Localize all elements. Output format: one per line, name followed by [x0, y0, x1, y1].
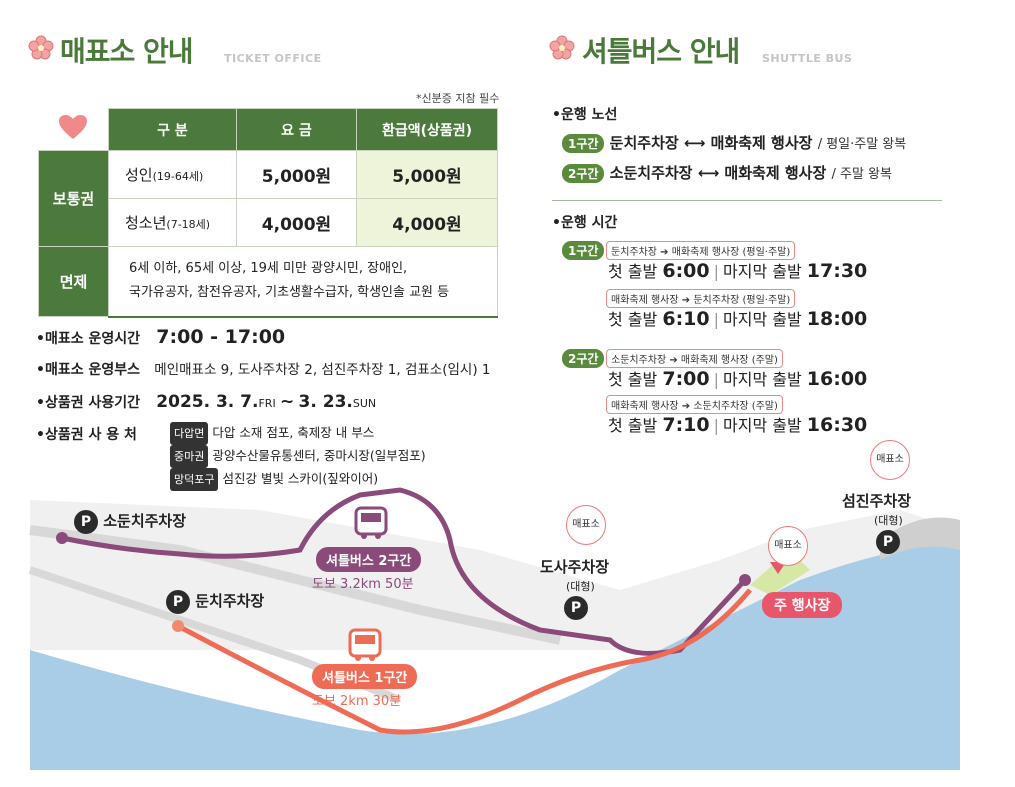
river	[30, 540, 960, 770]
flower-icon	[549, 35, 575, 60]
sec1-a-pill: 둔치주차장 ➔ 매화축제 행사장 (평일·주말)	[606, 240, 796, 260]
seomjin-size: (대형)	[874, 514, 903, 527]
bus1-walk: 도보 2km 30분	[312, 694, 402, 709]
flower-icon	[28, 35, 54, 60]
youth-refund: 4,000원	[356, 198, 498, 247]
divider	[552, 200, 942, 201]
voucher-place-label: •상품권 사 용 처	[36, 427, 137, 443]
youth-label: 청소년(7-18세)	[108, 198, 237, 247]
sec1-a-times: 첫 출발 6:00|마지막 출발 17:30	[608, 260, 868, 282]
sec2-a-times: 첫 출발 7:00|마지막 출발 16:00	[608, 368, 868, 390]
adult-label: 성인(19-64세)	[108, 150, 237, 199]
seomjin-parking: P	[876, 530, 900, 554]
sec1-b-pill: 매화축제 행사장 ➔ 둔치주차장 (평일·주말)	[606, 288, 796, 308]
hours-row: •매표소 운영시간 7:00 - 17:00	[36, 326, 286, 348]
bus-icon	[354, 506, 388, 539]
section-2-tag: 2구간	[562, 348, 605, 368]
sodunchi-label: P 소둔치주차장	[74, 510, 186, 534]
sec2-a-pill: 소둔치주차장 ➔ 매화축제 행사장 (주말)	[606, 348, 783, 368]
col-fee: 요 금	[236, 108, 357, 151]
sec1-b-times: 첫 출발 6:10|마지막 출발 18:00	[608, 308, 868, 330]
booth-value: 메인매표소 9, 도사주차장 2, 섬진주차장 1, 검표소(임시) 1	[154, 362, 491, 378]
exempt-label: 면제	[38, 246, 109, 317]
dunchi-point	[172, 620, 184, 632]
shuttle-subtitle: SHUTTLE BUS	[762, 52, 853, 65]
dosa-label: 도사주차장	[540, 558, 610, 576]
shuttle-title: 셔틀버스 안내	[582, 35, 740, 68]
route-2-line	[61, 487, 747, 656]
heart-cell	[38, 108, 109, 151]
ticket-office-title: 매표소 안내	[60, 35, 194, 68]
sec2-b-times: 첫 출발 7:10|마지막 출발 16:30	[608, 414, 868, 436]
dunchi-label: P 둔치주차장	[166, 590, 264, 614]
main-venue-label: 주 행사장	[762, 592, 843, 618]
id-note: *신분증 지참 필수	[416, 92, 500, 105]
bus1-label: 셔틀버스 1구간	[312, 664, 418, 689]
bus2-walk: 도보 3.2km 50분	[312, 577, 414, 592]
sec2-b-pill: 매화축제 행사장 ➔ 소둔치주차장 (주말)	[606, 394, 783, 414]
route-1-line	[176, 588, 752, 735]
exempt-description: 6세 이하, 65세 이상, 19세 미만 광양시민, 장애인, 국가유공자, …	[108, 246, 498, 318]
booth-row: •매표소 운영부스 메인매표소 9, 도사주차장 2, 섬진주차장 1, 검표소…	[36, 362, 491, 378]
ticket-office-subtitle: TICKET OFFICE	[224, 52, 322, 65]
time-header: •운행 시간	[552, 215, 618, 231]
section-1-tag: 1구간	[562, 240, 605, 260]
adult-refund: 5,000원	[356, 150, 498, 199]
hours-value: 7:00 - 17:00	[156, 326, 286, 348]
voucher-period-row: •상품권 사용기간 2025. 3. 7.FRI ~ 3. 23.SUN	[36, 392, 377, 412]
bus2-label: 셔틀버스 2구간	[316, 547, 422, 572]
regular-ticket-label: 보통권	[38, 150, 109, 247]
land-area	[880, 517, 960, 560]
bus-icon	[348, 628, 382, 661]
col-refund: 환급액(상품권)	[356, 108, 498, 151]
route-1: 1구간 둔치주차장 ⟷ 매화축제 행사장 / 평일·주말 왕복	[562, 132, 906, 153]
dosa-size: (대형)	[566, 580, 595, 593]
col-category: 구 분	[108, 108, 237, 151]
road	[29, 525, 562, 645]
venue-point	[739, 574, 751, 586]
route-2: 2구간 소둔치주차장 ⟷ 매화축제 행사장 / 주말 왕복	[562, 162, 892, 183]
route-header: •운행 노선	[552, 107, 618, 123]
dosa-parking: P	[564, 596, 588, 620]
parking-icon: P	[74, 510, 98, 534]
ticket-booth-bubble: 매표소	[768, 526, 808, 566]
adult-fee: 5,000원	[236, 150, 357, 199]
fare-table: 구 분 요 금 환급액(상품권) 보통권 성인(19-64세) 5,000원 5…	[38, 108, 498, 318]
parking-icon: P	[876, 530, 900, 554]
youth-fee: 4,000원	[236, 198, 357, 247]
heart-icon	[59, 115, 88, 140]
parking-icon: P	[166, 590, 190, 614]
seomjin-label: 섬진주차장	[842, 492, 912, 510]
ticket-booth-bubble: 매표소	[870, 440, 910, 480]
parking-icon: P	[564, 596, 588, 620]
ticket-booth-bubble: 매표소	[566, 505, 606, 545]
sodunchi-point	[56, 532, 68, 544]
